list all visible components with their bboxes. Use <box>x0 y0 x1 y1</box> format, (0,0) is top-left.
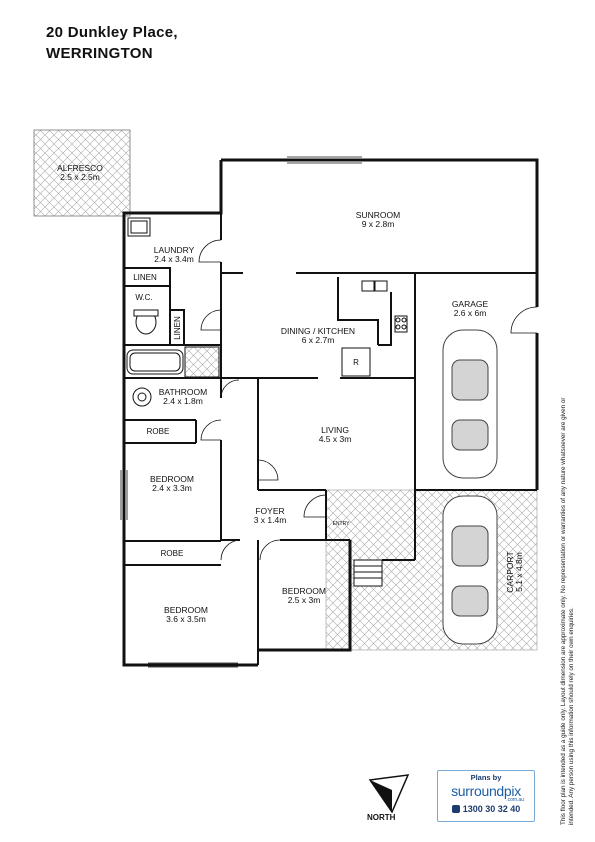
bathroom-dims: 2.4 x 1.8m <box>163 396 203 406</box>
bedroom-2-dims: 2.5 x 3m <box>288 595 321 605</box>
alfresco-label: ALFRESCO <box>57 163 103 173</box>
robe-label-2: ROBE <box>161 549 184 558</box>
laundry-label: LAUNDRY <box>154 245 195 255</box>
door-swings <box>198 239 538 561</box>
entry-steps <box>353 559 383 587</box>
fridge-label: R <box>353 358 359 367</box>
address-line2: WERRINGTON <box>46 45 153 62</box>
car-carport <box>442 495 498 645</box>
logo-brand: surroundpix <box>451 783 521 799</box>
north-label: NORTH <box>367 813 396 822</box>
phone-icon <box>451 805 460 813</box>
interior-walls <box>123 213 537 665</box>
bedroom-2-label: BEDROOM <box>282 586 326 596</box>
carport-label: CARPORT <box>505 551 515 592</box>
logo-tagline: Plans by <box>470 773 502 782</box>
wc-label: W.C. <box>135 293 152 302</box>
sunroom-dims: 9 x 2.8m <box>362 219 395 229</box>
sunroom-label: SUNROOM <box>356 210 400 220</box>
disclaimer-text: This floor plan is intended as a guide o… <box>560 397 575 826</box>
laundry-dims: 2.4 x 3.4m <box>154 254 194 264</box>
living-label: LIVING <box>321 425 349 435</box>
bedroom-3-dims: 3.6 x 3.5m <box>166 614 206 624</box>
foyer-dims: 3 x 1.4m <box>254 515 287 525</box>
linen-label-2: LINEN <box>173 316 182 340</box>
bathroom-label: BATHROOM <box>159 387 207 397</box>
logo-phone: 1300 30 32 40 <box>438 804 534 814</box>
bedroom-1-dims: 2.4 x 3.3m <box>152 483 192 493</box>
dining-label: DINING / KITCHEN <box>281 326 355 336</box>
walls <box>122 158 539 667</box>
living-dims: 4.5 x 3m <box>319 434 352 444</box>
alfresco-dims: 2.5 x 2.5m <box>60 172 100 182</box>
windows <box>120 156 362 668</box>
logo-domain: .com.au <box>506 797 524 803</box>
dining-dims: 6 x 2.7m <box>302 335 335 345</box>
fixtures <box>126 217 408 407</box>
north-arrow-icon <box>368 774 410 814</box>
bedroom-1-label: BEDROOM <box>150 474 194 484</box>
robe-label-1: ROBE <box>147 427 170 436</box>
surroundpix-logo: Plans by surroundpix .com.au 1300 30 32 … <box>437 770 535 822</box>
carport-dims: 5.1 x 4.8m <box>514 552 524 592</box>
car-garage <box>442 329 498 479</box>
entry-label: ENTRY <box>333 521 351 527</box>
address-line1: 20 Dunkley Place, <box>46 24 178 41</box>
carport-area <box>325 489 538 651</box>
alfresco-area <box>33 129 131 217</box>
logo-phone-number: 1300 30 32 40 <box>462 804 521 814</box>
bedroom-3-label: BEDROOM <box>164 605 208 615</box>
foyer-label: FOYER <box>255 506 284 516</box>
linen-label-1: LINEN <box>133 273 157 282</box>
garage-dims: 2.6 x 6m <box>454 308 487 318</box>
garage-label: GARAGE <box>452 299 489 309</box>
